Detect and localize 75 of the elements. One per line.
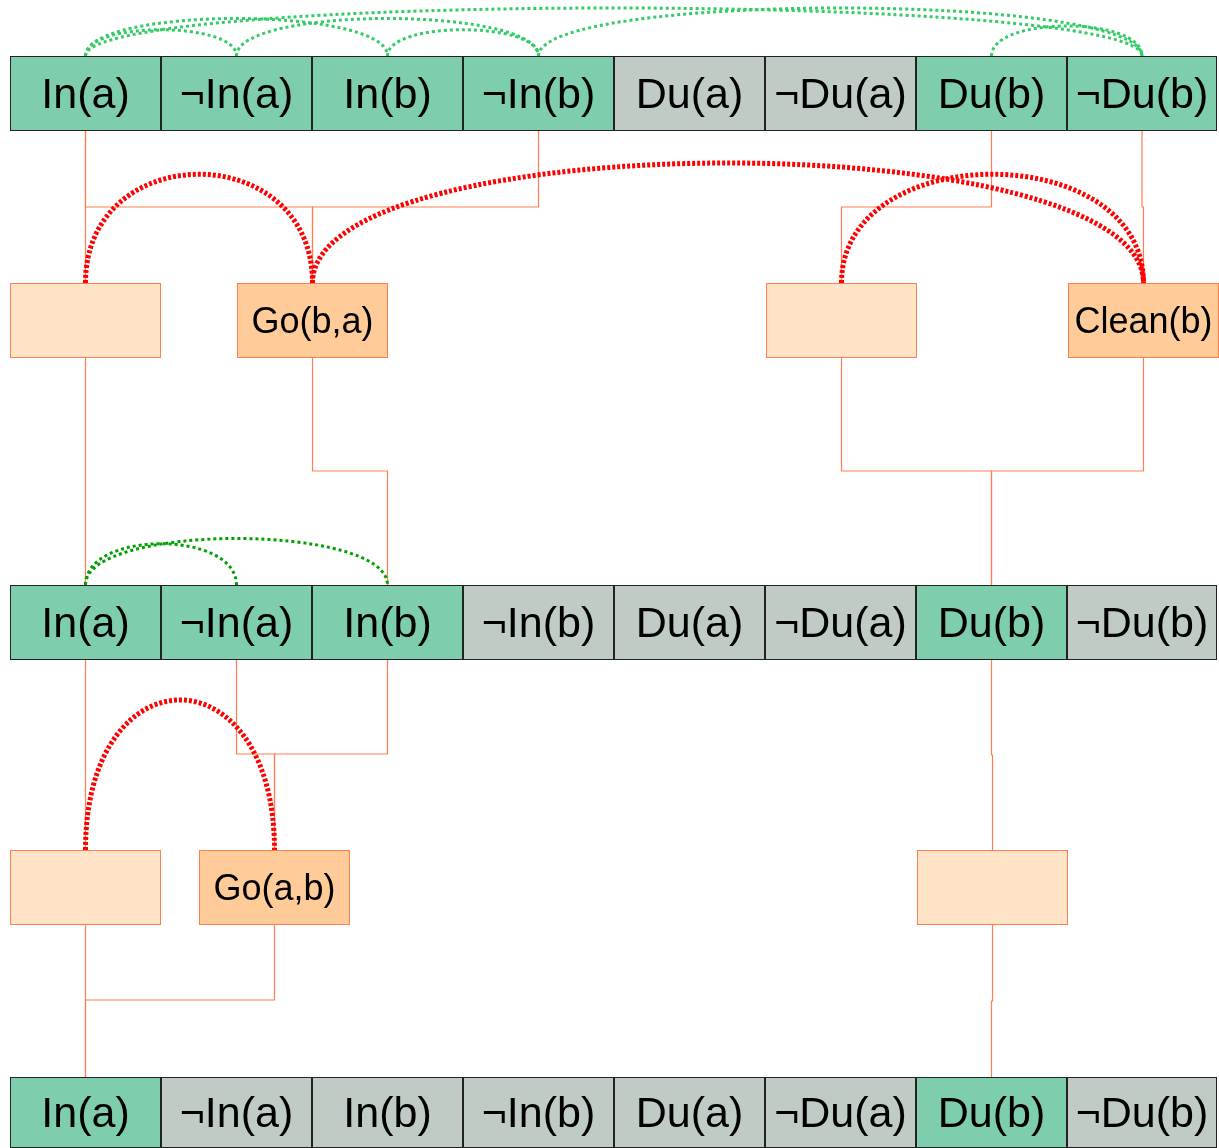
literal-label: In(b) [343,1088,432,1137]
literal-label: ¬Du(a) [774,598,907,647]
mutex-arc [83,697,277,851]
literal-cell [1067,1077,1217,1148]
action-box [199,850,350,925]
literal-cell [614,56,765,131]
literal-cell [1067,585,1217,660]
literal-label: ¬In(a) [179,1088,294,1137]
literal-label: Du(a) [635,1088,744,1137]
connector-line [84,924,276,1078]
literal-label: ¬In(b) [481,1088,596,1137]
literal-label: In(a) [41,598,130,647]
literal-label: ¬Du(b) [1075,1088,1209,1137]
literal-label: Du(b) [937,69,1046,118]
mutex-arc [537,6,1144,57]
noop-box [10,850,161,925]
literal-cell [10,1077,161,1148]
mutex-arc [83,171,315,284]
literal-cell [463,56,614,131]
literal-label: ¬Du(a) [774,69,907,118]
literal-label: ¬In(b) [481,69,596,118]
literal-label: In(b) [343,69,432,118]
literal-cell [161,585,312,660]
noop-box [917,850,1068,925]
literal-cell [312,56,463,131]
connector-line [311,357,389,586]
literal-label: ¬Du(b) [1075,69,1209,118]
literal-label: In(b) [343,598,432,647]
literal-cell [312,1077,463,1148]
literal-cell [916,56,1067,131]
literal-cell [765,1077,916,1148]
literal-label: ¬Du(a) [774,1088,907,1137]
literal-cell [161,1077,312,1148]
action-label: Go(b,a) [251,299,374,342]
mutex-arc [84,542,238,586]
mutex-arc [310,160,1146,284]
literal-cell [614,1077,765,1148]
literal-cell [1067,56,1217,131]
literal-cell [10,56,161,131]
mutex-arc [84,537,389,586]
connector-line [990,659,994,851]
mutex-arc [990,24,1144,57]
noop-box [10,283,161,358]
mutex-arc [839,171,1146,284]
action-box [1068,283,1219,358]
literal-cell [916,585,1067,660]
literal-cell [463,585,614,660]
noop-box [766,283,917,358]
connector-line [990,357,1145,586]
literal-cell [765,585,916,660]
literal-label: ¬In(a) [179,69,294,118]
literal-label: ¬In(a) [179,598,294,647]
literal-cell [614,585,765,660]
literal-cell [312,585,463,660]
literal-label: ¬Du(b) [1075,598,1209,647]
mutex-arc [84,6,1143,58]
literal-label: Du(a) [635,69,744,118]
literal-cell [916,1077,1067,1148]
literal-cell [161,56,312,131]
action-label: Go(a,b) [213,866,336,909]
connector-line [990,924,994,1078]
literal-cell [10,585,161,660]
action-box [237,283,388,358]
literal-cell [765,56,916,131]
mutex-arc [386,28,540,57]
literal-label: Du(b) [937,1088,1046,1137]
literal-label: Du(b) [937,598,1046,647]
literal-cell [463,1077,614,1148]
literal-label: ¬In(b) [481,598,596,647]
literal-label: In(a) [41,69,130,118]
connector-line [273,659,389,851]
mutex-arc [235,17,540,57]
literal-label: In(a) [41,1088,130,1137]
literal-label: Du(a) [635,598,744,647]
action-label: Clean(b) [1074,299,1213,342]
